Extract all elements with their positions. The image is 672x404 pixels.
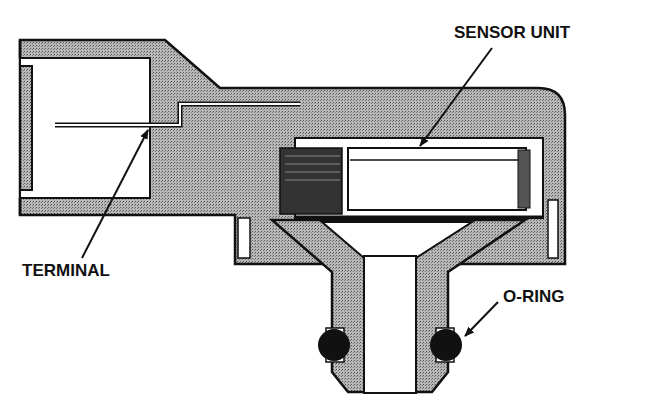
port-funnel xyxy=(322,222,472,258)
sensor-unit xyxy=(348,148,526,210)
leader-line xyxy=(82,130,148,258)
terminal-pin-core xyxy=(55,104,300,125)
part-label: O-RING xyxy=(503,288,564,307)
housing-edge xyxy=(19,40,22,215)
oring xyxy=(430,329,462,361)
potting-block xyxy=(280,148,342,214)
oring xyxy=(318,329,350,361)
port-bore xyxy=(364,256,416,393)
leader-line xyxy=(465,302,498,336)
sensor-cap xyxy=(518,150,530,208)
part-label: TERMINAL xyxy=(22,262,110,281)
sensor-unit-line xyxy=(350,159,524,161)
terminal-pin xyxy=(55,104,300,125)
groove xyxy=(548,200,558,258)
groove xyxy=(238,218,250,258)
leader-line xyxy=(420,48,492,146)
part-label: SENSOR UNIT xyxy=(454,24,570,43)
base-plate xyxy=(295,216,543,219)
pressure-port xyxy=(272,220,525,392)
potting-hatch xyxy=(285,156,340,180)
connector-cavity xyxy=(20,58,150,198)
